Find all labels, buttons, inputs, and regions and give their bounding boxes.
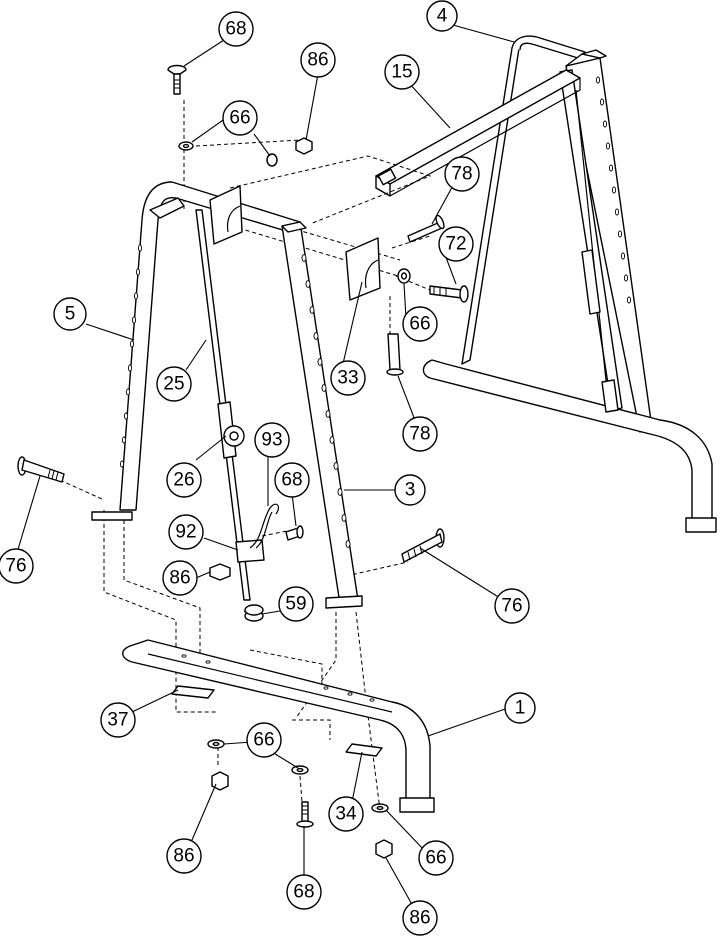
- callout-78-upper: 78: [444, 156, 480, 192]
- callout-label: 26: [173, 470, 194, 491]
- callout-66-lower-right: 66: [418, 840, 454, 876]
- callout-15: 15: [384, 54, 420, 90]
- bolt-part-76-left: [17, 456, 65, 483]
- bolt-part-78-upper: [407, 214, 445, 243]
- hook-bracket-part-92-93: [235, 503, 280, 563]
- callout-76-left: 76: [0, 548, 34, 584]
- callout-93: 93: [254, 422, 290, 458]
- callout-86-bottom: 86: [402, 900, 438, 936]
- callout-78-lower: 78: [402, 416, 438, 452]
- callout-label: 76: [5, 556, 26, 577]
- callout-92: 92: [168, 514, 204, 550]
- callout-37: 37: [100, 702, 136, 738]
- callout-label: 66: [425, 848, 446, 869]
- callout-label: 78: [451, 164, 472, 185]
- callout-label: 3: [405, 480, 416, 501]
- callout-label: 68: [281, 470, 302, 491]
- callout-4: 4: [426, 0, 458, 32]
- callout-label: 92: [175, 522, 196, 543]
- callout-label: 93: [261, 430, 282, 451]
- callout-label: 59: [285, 594, 306, 615]
- plate-part-34: [345, 743, 383, 757]
- bolt-part-68-mid: [285, 525, 304, 541]
- callout-label: 66: [229, 108, 250, 129]
- callout-5: 5: [53, 297, 87, 331]
- rear-frame-part-4: [422, 35, 717, 533]
- callout-86-top: 86: [300, 42, 336, 78]
- guide-rod-part-25: [195, 209, 251, 601]
- callout-25: 25: [156, 366, 192, 402]
- callout-68-top: 68: [218, 11, 254, 47]
- leader-lines: [15, 21, 515, 909]
- callout-label: 72: [445, 234, 466, 255]
- callout-1: 1: [504, 692, 536, 724]
- callout-68-bottom: 68: [286, 874, 322, 910]
- front-base-part-1: [122, 639, 435, 813]
- callout-label: 86: [409, 908, 430, 929]
- callout-66-right: 66: [402, 306, 438, 342]
- front-post-holes: [119, 244, 143, 468]
- callout-label: 68: [225, 19, 246, 40]
- bolt-part-78-lower: [386, 333, 404, 376]
- callout-66-bottom: 66: [246, 722, 282, 758]
- callout-label: 4: [437, 6, 448, 27]
- callout-26: 26: [166, 462, 202, 498]
- callout-label: 15: [391, 62, 412, 83]
- callout-label: 33: [337, 368, 358, 389]
- callout-label: 66: [253, 730, 274, 751]
- callout-76-right: 76: [494, 588, 530, 624]
- callout-label: 78: [409, 424, 430, 445]
- callout-33: 33: [330, 360, 366, 396]
- spacer-part-59: [244, 604, 264, 622]
- callout-label: 68: [293, 882, 314, 903]
- upright-part-3: [281, 221, 363, 609]
- callout-3: 3: [394, 474, 426, 506]
- plate-part-37: [171, 685, 215, 699]
- bolt-part-68-bottom: [296, 801, 314, 828]
- callout-59: 59: [278, 586, 314, 622]
- callout-label: 25: [163, 374, 184, 395]
- callout-label: 37: [107, 710, 128, 731]
- callout-86-mid: 86: [162, 560, 198, 596]
- bolt-part-68-top: [167, 64, 187, 95]
- rear-post-holes: [595, 76, 632, 304]
- bolt-part-76-right: [401, 528, 445, 563]
- callout-label: 34: [335, 804, 357, 825]
- callout-label: 76: [501, 596, 522, 617]
- callout-label: 86: [173, 846, 194, 867]
- callout-68-mid: 68: [274, 462, 310, 498]
- callout-label: 1: [515, 698, 526, 719]
- callout-86-lower-left: 86: [166, 838, 202, 874]
- upright-holes: [301, 254, 351, 548]
- callout-72: 72: [438, 226, 474, 262]
- callout-label: 86: [169, 568, 190, 589]
- washers-and-nuts: [178, 137, 411, 859]
- callout-34: 34: [328, 796, 364, 832]
- callout-label: 66: [409, 314, 430, 335]
- callout-label: 86: [307, 50, 328, 71]
- bracket-part-33: [209, 185, 381, 301]
- callout-label: 5: [65, 304, 76, 325]
- bolt-part-72: [429, 285, 469, 303]
- callout-66-top: 66: [222, 100, 258, 136]
